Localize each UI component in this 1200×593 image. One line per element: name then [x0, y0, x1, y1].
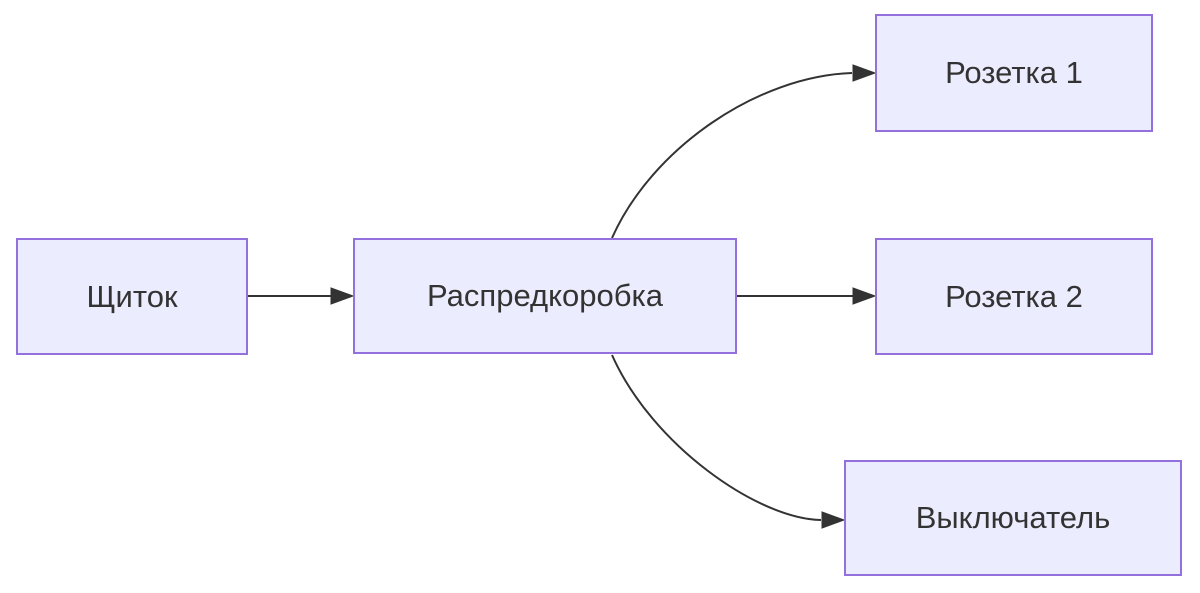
- edge-junction-to-socket2: [737, 287, 877, 305]
- arrowhead-icon: [852, 287, 877, 305]
- node-switch-label: Выключатель: [915, 500, 1111, 536]
- edge-line: [611, 354, 822, 521]
- node-junction: Распредкоробка: [353, 238, 737, 354]
- node-socket1: Розетка 1: [875, 14, 1153, 132]
- node-socket2: Розетка 2: [875, 238, 1153, 355]
- edge-line: [611, 72, 853, 239]
- edge-junction-to-switch: [611, 354, 846, 529]
- node-socket1-label: Розетка 1: [945, 55, 1083, 91]
- edge-junction-to-socket1: [611, 64, 877, 239]
- node-panel: Щиток: [16, 238, 248, 355]
- arrowhead-icon: [330, 287, 355, 305]
- node-switch: Выключатель: [844, 460, 1182, 576]
- node-socket2-label: Розетка 2: [945, 278, 1083, 314]
- node-panel-label: Щиток: [86, 278, 178, 314]
- node-junction-label: Распредкоробка: [427, 278, 663, 314]
- arrowhead-icon: [821, 511, 846, 529]
- arrowhead-icon: [852, 64, 877, 82]
- edge-panel-to-junction: [248, 287, 355, 305]
